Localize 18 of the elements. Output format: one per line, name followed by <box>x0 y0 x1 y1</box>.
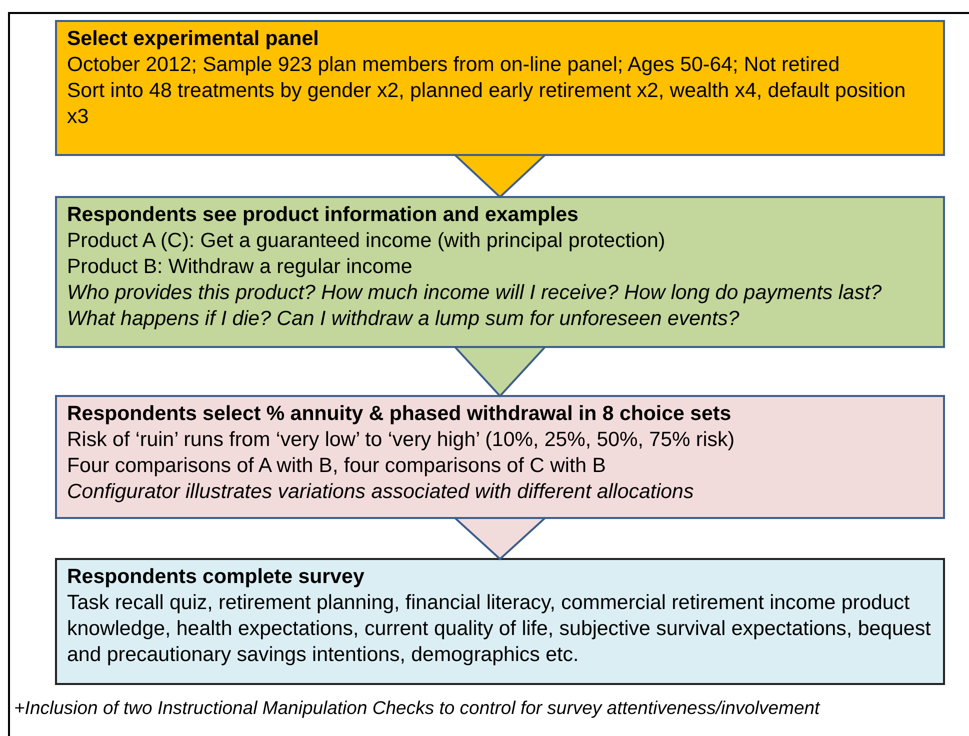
down-arrow <box>452 154 548 198</box>
step-box <box>55 558 945 685</box>
step-text: Sort into 48 treatments by gender x2, planned early retirement x2, wealth x4, default position x3 <box>67 78 907 130</box>
step-heading: Respondents complete survey <box>67 564 366 590</box>
step-heading: Select experimental panel <box>67 26 320 52</box>
step-text: Risk of ‘ruin’ runs from ‘very low’ to ‘very high’ (10%, 25%, 50%, 75% risk) <box>67 427 736 453</box>
step-heading: Respondents see product information and examples <box>67 202 580 228</box>
step-text: Product A (C): Get a guaranteed income (with principal protection) <box>67 228 666 254</box>
step-text: Who provides this product? How much income will I receive? How long do payments last? What happens if I die? Can I withdraw a lump sum for unforeseen events? <box>67 280 883 332</box>
step-text: Four comparisons of A with B, four comparisons of C with B <box>67 453 607 479</box>
step-heading: Respondents select % annuity & phased withdrawal in 8 choice sets <box>67 401 732 427</box>
down-arrow <box>452 517 548 560</box>
down-arrow <box>452 346 548 398</box>
step-text: Product B: Withdraw a regular income <box>67 254 414 280</box>
step-text: Configurator illustrates variations associated with different allocations <box>67 479 695 505</box>
step-text: Task recall quiz, retirement planning, financial literacy, commercial retirement income product knowledge, health expectations, current quality of life, subjective survival expectations, bequest and precautionary savings intentions, demographics etc. <box>67 590 932 668</box>
footnote: +Inclusion of two Instructional Manipulation Checks to control for survey attentiveness/involvement <box>14 697 820 719</box>
step-text: October 2012; Sample 923 plan members from on-line panel; Ages 50-64; Not retired <box>67 52 841 78</box>
